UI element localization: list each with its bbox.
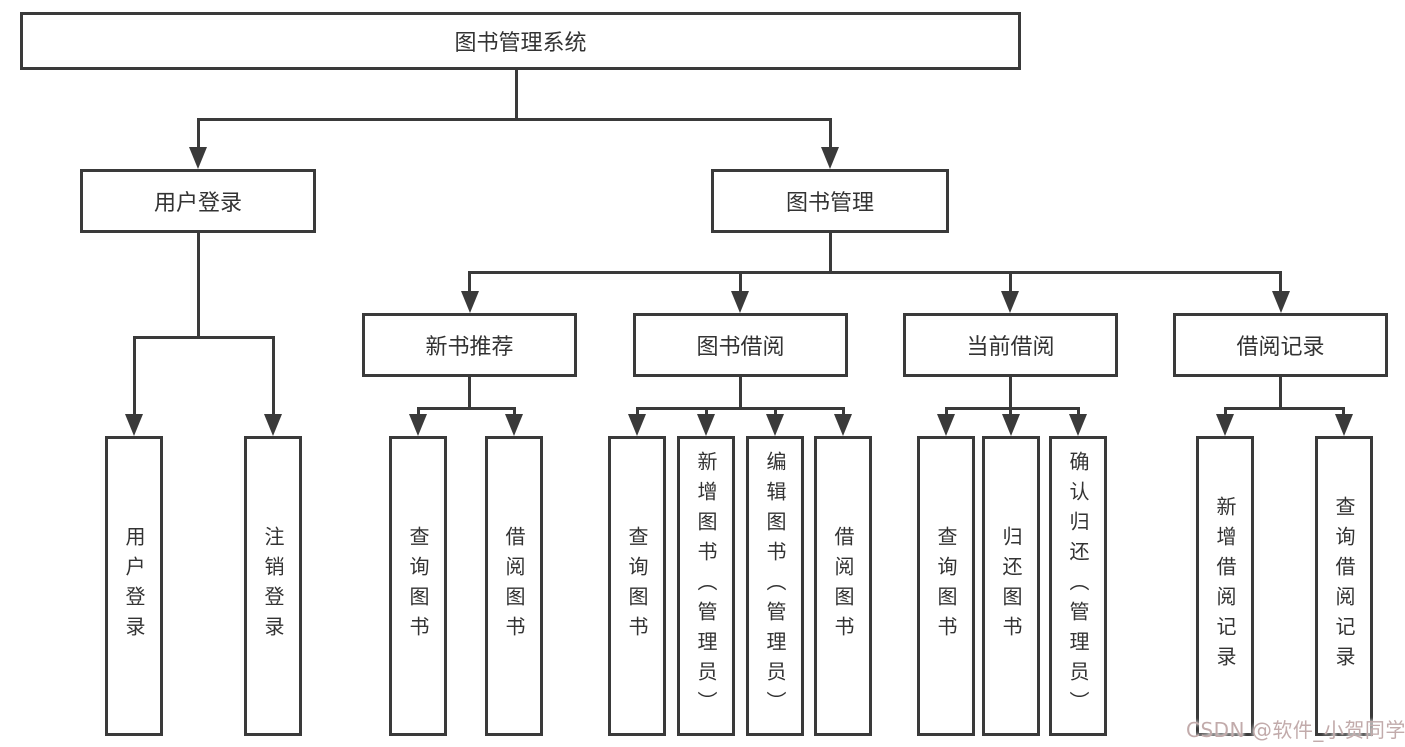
leaf-borrow-books-label: 借阅图书: [831, 526, 855, 646]
connector-line: [1224, 407, 1345, 410]
connector-line: [197, 120, 200, 149]
leaf-add-books-admin: 新增图书（管理员）: [677, 436, 735, 736]
connector-line: [513, 409, 516, 416]
node-root-label: 图书管理系统: [454, 31, 587, 56]
connector-line: [468, 377, 471, 409]
leaf-query-books-recommend-label: 查询图书: [406, 526, 430, 646]
connector-line: [705, 409, 708, 416]
connector-line: [133, 336, 275, 339]
connector-arrowhead: [1001, 291, 1019, 313]
connector-arrowhead: [189, 147, 207, 169]
connector-arrowhead: [628, 414, 646, 436]
watermark: CSDN @软件_小贺同学: [1186, 718, 1405, 742]
connector-line: [1009, 273, 1012, 293]
connector-arrowhead: [937, 414, 955, 436]
leaf-borrow-books-recommend-label: 借阅图书: [502, 526, 526, 646]
connector-line: [197, 118, 832, 121]
leaf-query-borrow-record: 查询借阅记录: [1315, 436, 1373, 736]
connector-line: [197, 233, 200, 338]
leaf-return-books: 归还图书: [982, 436, 1040, 736]
connector-arrowhead: [821, 147, 839, 169]
node-book-management: 图书管理: [711, 169, 949, 233]
node-root-system: 图书管理系统: [20, 12, 1021, 70]
connector-arrowhead: [505, 414, 523, 436]
leaf-confirm-return-admin-label: 确认归还（管理员）: [1066, 451, 1090, 721]
leaf-query-borrow-record-label: 查询借阅记录: [1332, 496, 1356, 676]
node-user-login-label: 用户登录: [153, 191, 242, 216]
leaf-edit-books-admin: 编辑图书（管理员）: [746, 436, 804, 736]
node-new-book-recommend-label: 新书推荐: [425, 335, 514, 360]
node-user-login: 用户登录: [80, 169, 316, 233]
connector-arrowhead: [1216, 414, 1234, 436]
connector-arrowhead: [834, 414, 852, 436]
connector-line: [739, 377, 742, 409]
connector-line: [1009, 409, 1012, 416]
connector-arrowhead: [1069, 414, 1087, 436]
connector-line: [1009, 377, 1012, 409]
connector-arrowhead: [1272, 291, 1290, 313]
connector-arrowhead: [125, 414, 143, 436]
leaf-query-books-borrow-label: 查询图书: [625, 526, 649, 646]
node-new-book-recommend: 新书推荐: [362, 313, 577, 377]
leaf-user-login: 用户登录: [105, 436, 163, 736]
leaf-return-books-label: 归还图书: [999, 526, 1023, 646]
leaf-add-borrow-record: 新增借阅记录: [1196, 436, 1254, 736]
connector-line: [774, 409, 777, 416]
connector-arrowhead: [697, 414, 715, 436]
connector-line: [829, 233, 832, 274]
connector-arrowhead: [461, 291, 479, 313]
connector-line: [272, 338, 275, 416]
node-book-borrow-label: 图书借阅: [696, 335, 785, 360]
node-book-borrow: 图书借阅: [633, 313, 848, 377]
leaf-confirm-return-admin: 确认归还（管理员）: [1049, 436, 1107, 736]
connector-line: [1077, 409, 1080, 416]
leaf-add-borrow-record-label: 新增借阅记录: [1213, 496, 1237, 676]
leaf-query-books-borrow: 查询图书: [608, 436, 666, 736]
connector-line: [133, 338, 136, 416]
leaf-query-books-recommend: 查询图书: [389, 436, 447, 736]
connector-arrowhead: [766, 414, 784, 436]
leaf-borrow-books-recommend: 借阅图书: [485, 436, 543, 736]
node-current-borrow-label: 当前借阅: [966, 335, 1055, 360]
node-book-management-label: 图书管理: [785, 191, 874, 216]
connector-line: [829, 120, 832, 149]
leaf-logout: 注销登录: [244, 436, 302, 736]
connector-line: [945, 407, 1080, 410]
connector-arrowhead: [731, 291, 749, 313]
connector-line: [842, 409, 845, 416]
leaf-add-books-admin-label: 新增图书（管理员）: [694, 451, 718, 721]
connector-arrowhead: [1335, 414, 1353, 436]
leaf-logout-label: 注销登录: [261, 526, 285, 646]
connector-line: [417, 409, 420, 416]
leaf-query-books-current-label: 查询图书: [934, 526, 958, 646]
connector-line: [1342, 409, 1345, 416]
connector-line: [1279, 377, 1282, 409]
node-current-borrow: 当前借阅: [903, 313, 1118, 377]
connector-line: [636, 407, 845, 410]
leaf-query-books-current: 查询图书: [917, 436, 975, 736]
leaf-user-login-label: 用户登录: [122, 526, 146, 646]
leaf-edit-books-admin-label: 编辑图书（管理员）: [763, 451, 787, 721]
connector-line: [468, 273, 471, 293]
connector-line: [739, 273, 742, 293]
connector-line: [417, 407, 516, 410]
node-borrow-records: 借阅记录: [1173, 313, 1388, 377]
leaf-borrow-books: 借阅图书: [814, 436, 872, 736]
connector-arrowhead: [409, 414, 427, 436]
connector-line: [636, 409, 639, 416]
node-borrow-records-label: 借阅记录: [1236, 335, 1325, 360]
connector-line: [515, 69, 518, 121]
connector-line: [468, 271, 1282, 274]
connector-arrowhead: [1002, 414, 1020, 436]
connector-line: [945, 409, 948, 416]
connector-arrowhead: [264, 414, 282, 436]
connector-line: [1279, 273, 1282, 293]
connector-line: [1224, 409, 1227, 416]
